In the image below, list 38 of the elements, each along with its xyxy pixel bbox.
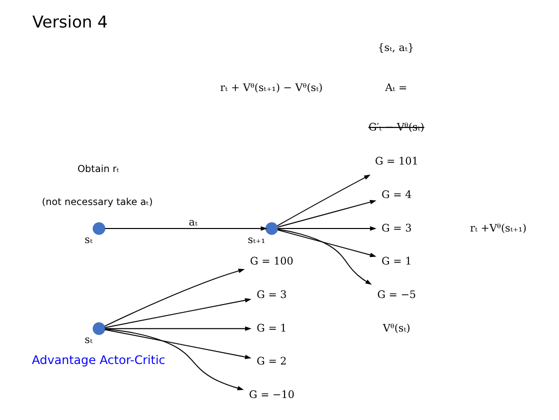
node-text: G = −5	[377, 288, 416, 301]
arrow	[104, 328, 244, 390]
arrow	[104, 268, 245, 327]
arrow	[104, 298, 252, 328]
arrow	[277, 228, 372, 285]
node-text: G = 101	[374, 156, 418, 168]
node-circle	[92, 322, 106, 335]
label: G′ₜ − Vᶿ(sₜ)	[368, 121, 424, 134]
label: Vᶿ(sₜ)	[382, 322, 410, 334]
label: Obtain rₜ	[77, 164, 120, 175]
arrow	[277, 226, 376, 231]
arrow	[277, 229, 376, 258]
label: rₜ + Vᶿ(sₜ₊₁) − Vᶿ(sₜ)	[220, 82, 323, 94]
label: {sₜ, aₜ}	[378, 42, 414, 54]
node-text: G = 4	[382, 188, 412, 201]
node-text: G = −10	[249, 389, 294, 402]
arrow	[104, 326, 252, 331]
label: Advantage Actor-Critic	[32, 353, 166, 368]
arrow	[276, 174, 371, 226]
node-text: G = 100	[250, 256, 294, 268]
node-text: G = 2	[256, 356, 287, 368]
arrow	[104, 226, 268, 231]
label: rₜ +Vᶿ(sₜ₊₁)	[470, 222, 527, 234]
label: Aₜ =	[385, 82, 408, 94]
label: (not necessary take aₜ)	[42, 197, 153, 208]
node-label: sₜ	[84, 234, 93, 246]
arrow	[104, 329, 252, 360]
node-label: sₜ₊₁	[248, 234, 266, 246]
node-text: G = 3	[256, 288, 287, 301]
node-text: G = 1	[382, 256, 412, 268]
node-circle	[265, 222, 278, 235]
node-circle	[92, 222, 106, 235]
edge-label: aₜ	[188, 216, 198, 229]
diagram-title: Version 4	[32, 12, 108, 32]
node-text: G = 3	[382, 222, 412, 234]
node-text: G = 1	[256, 322, 287, 334]
node-label: sₜ	[84, 334, 93, 346]
arrow	[277, 200, 376, 228]
